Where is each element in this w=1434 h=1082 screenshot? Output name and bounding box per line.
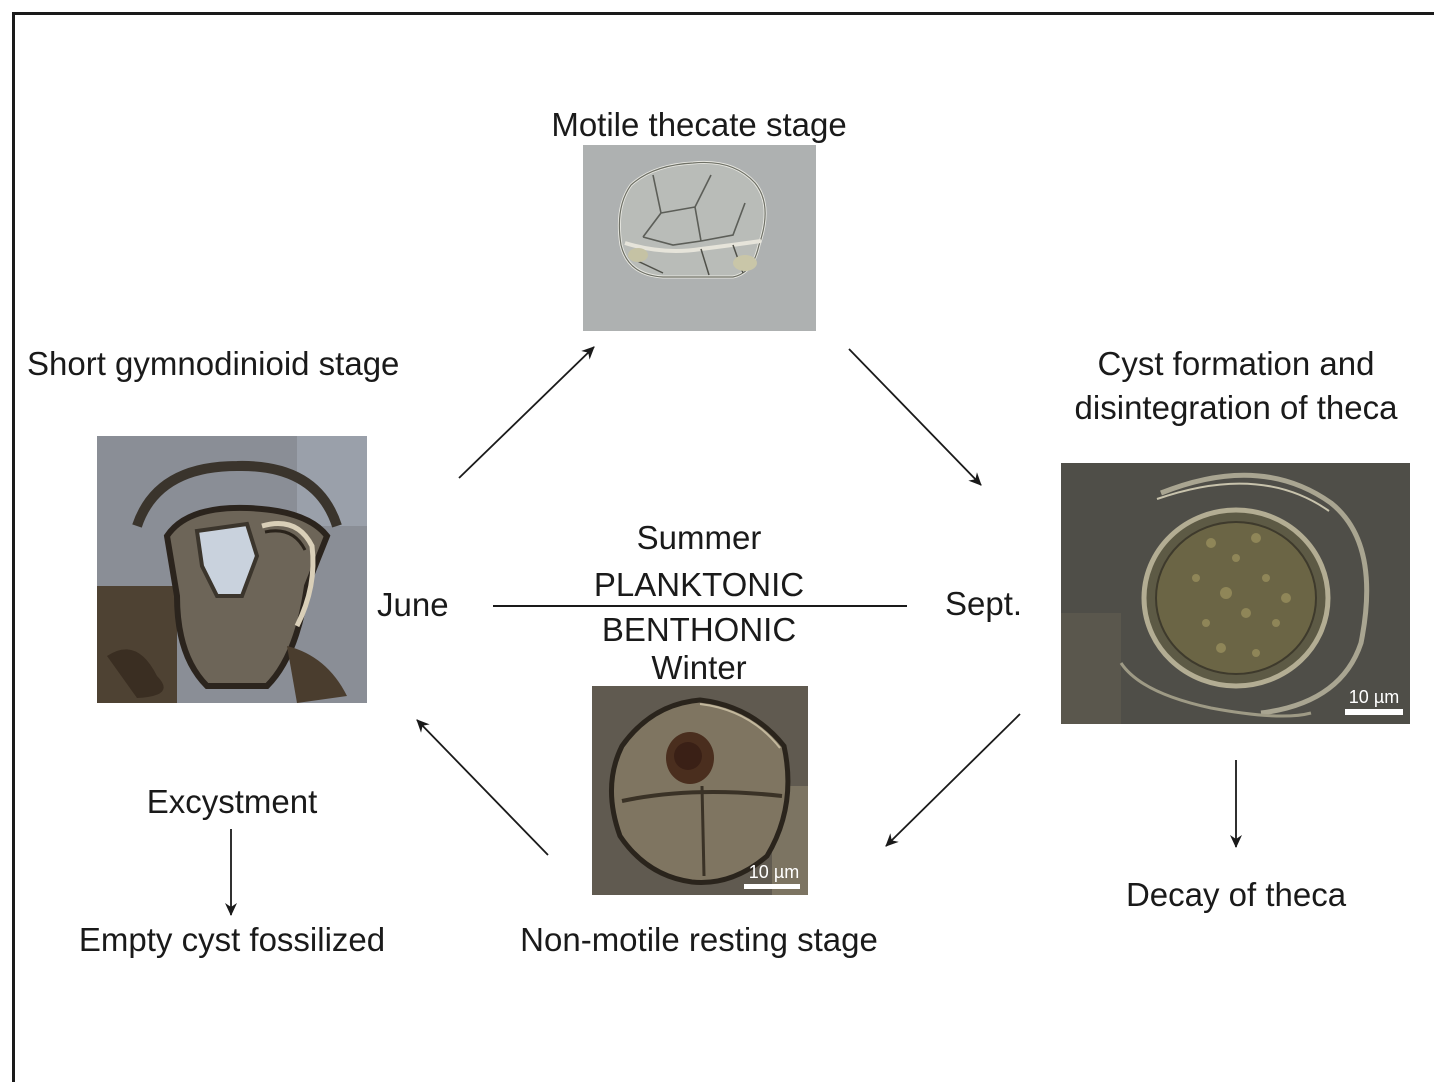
arrow-motile-to-cyst	[848, 348, 982, 486]
arrow-gymno-to-motile	[458, 346, 595, 479]
motile-stage-label: Motile thecate stage	[551, 106, 847, 143]
resting-cyst-micrograph: 10 µm	[592, 686, 808, 895]
arrow-resting-to-gymno	[416, 719, 549, 856]
resting-scale-bar-label: 10 µm	[749, 862, 799, 882]
sept-label: Sept.	[945, 585, 1023, 622]
decay-of-theca-label: Decay of theca	[1125, 876, 1347, 913]
winter-label: Winter	[651, 649, 747, 686]
excystment-label: Excystment	[146, 783, 318, 820]
june-label: June	[377, 586, 449, 623]
cyst-formation-micrograph: 10 µm	[1061, 463, 1410, 724]
short-gymnodinioid-label: Short gymnodinioid stage	[27, 345, 400, 382]
empty-cyst-label: Empty cyst fossilized	[78, 921, 386, 958]
summer-label: Summer	[636, 519, 762, 556]
cyst-formation-label-line2: disintegration of theca	[1074, 389, 1398, 426]
benthonic-label: BENTHONIC	[601, 611, 797, 648]
arrow-cyst-to-resting	[885, 713, 1021, 847]
figure-frame	[12, 12, 1434, 1082]
cyst-scale-bar-label: 10 µm	[1349, 687, 1399, 707]
cyst-formation-label-line1: Cyst formation and	[1097, 345, 1375, 382]
non-motile-stage-label: Non-motile resting stage	[520, 921, 878, 958]
planktonic-label: PLANKTONIC	[593, 566, 805, 603]
motile-thecate-micrograph	[583, 145, 816, 331]
gymnodinioid-micrograph	[97, 436, 367, 703]
